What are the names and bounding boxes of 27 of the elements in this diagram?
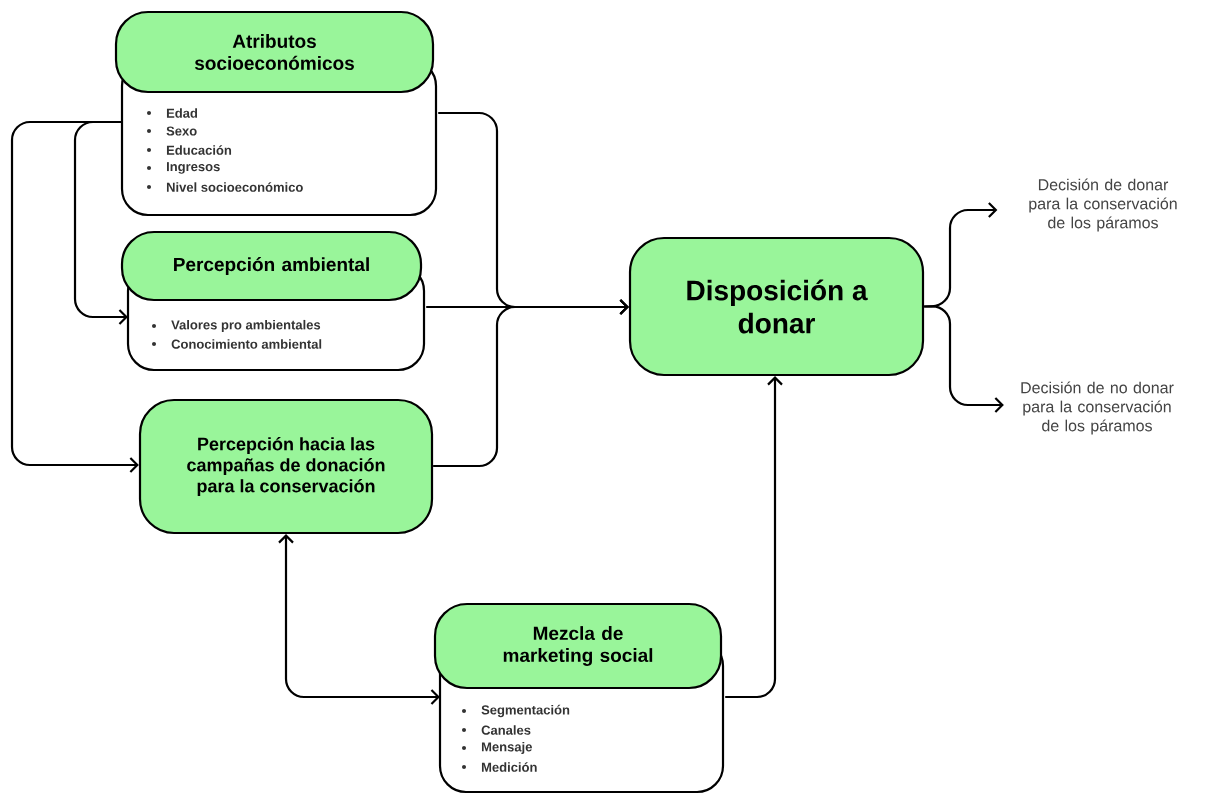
list-item: Sexo (147, 126, 197, 136)
list-card (114, 10, 438, 217)
process-box: Disposición a donar (628, 236, 925, 377)
list-item: Canales (462, 725, 531, 735)
list-card (120, 230, 426, 372)
card-header: Mezcla de marketing social (503, 626, 653, 666)
list-item: Medición (462, 762, 537, 772)
arrow (433, 299, 629, 468)
list-item: Nivel socioeconómico (147, 182, 303, 192)
list-item: Edad (147, 108, 198, 118)
card-header: Percepción ambiental (174, 257, 369, 275)
process-box: Percepción hacia las campañas de donación para la conservación (138, 398, 434, 535)
outcome-text: Decisión de no donar para la conservación de los páramos (1021, 381, 1174, 435)
list-item: Educación (147, 145, 232, 155)
arrow (278, 534, 440, 705)
arrow (725, 376, 783, 699)
outcome-text: Decisión de donar para la conservación de los páramos (1029, 178, 1177, 232)
list-item: Segmentación (462, 704, 570, 718)
list-item: Conocimiento ambiental (152, 339, 322, 349)
arrow (10, 120, 139, 473)
list-item: Valores pro ambientales (152, 319, 321, 333)
arrow (924, 305, 1004, 413)
card-header: Atributos socioeconómicos (194, 34, 354, 70)
arrow (73, 120, 128, 325)
list-item: Mensaje (462, 741, 532, 755)
list-card (433, 602, 725, 794)
list-item: Ingresos (147, 162, 220, 174)
